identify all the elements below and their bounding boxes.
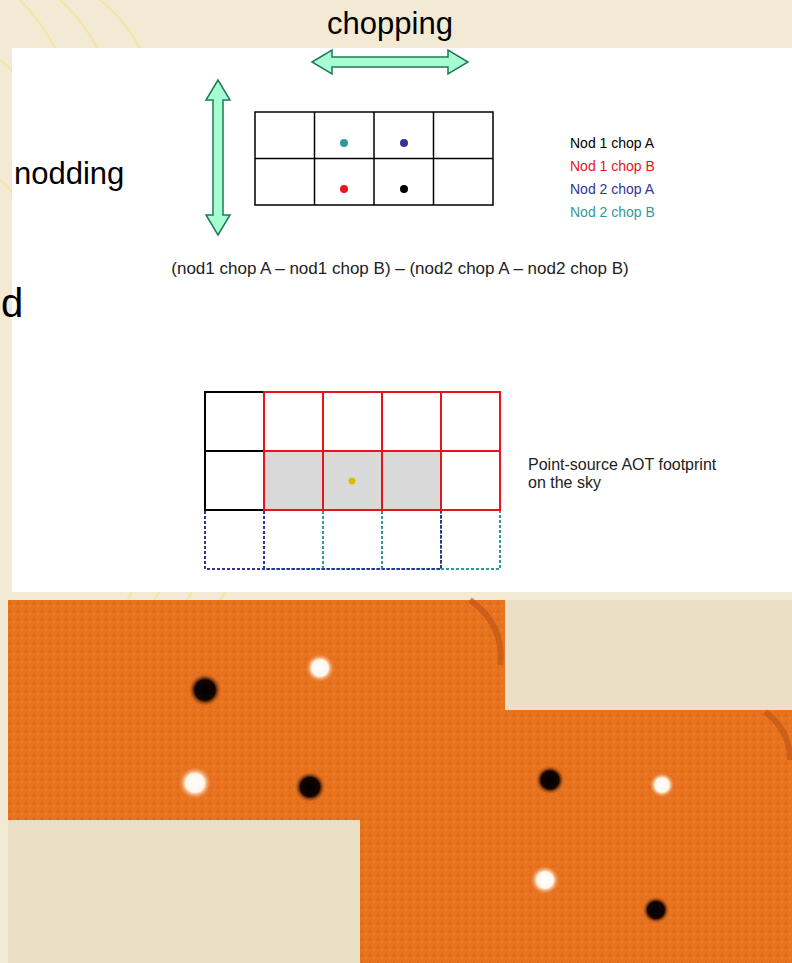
source-dot [349,478,356,485]
position-dot [400,185,408,193]
detector-grid [255,112,493,205]
footprint-grid [205,392,500,569]
position-dot [340,139,348,147]
cut-text: d [1,280,41,326]
legend-entry: Nod 1 chop B [570,158,730,174]
image-background [8,820,360,963]
legend-entry: Nod 2 chop B [570,204,730,220]
legend-entry: Nod 1 chop A [570,135,730,151]
nod-label: nodding [14,156,194,192]
chop-label: chopping [290,6,490,42]
difference-formula: (nod1 chop A – nod1 chop B) – (nod2 chop… [30,259,770,279]
position-dot [340,185,348,193]
image-background [505,600,792,710]
footprint-label: Point-source AOT footprint on the sky [528,456,733,493]
position-dot [400,139,408,147]
source-images [178,653,675,924]
nod-arrow [206,80,230,235]
legend-entry: Nod 2 chop A [570,181,730,197]
chop-arrow [312,50,468,74]
on-source-cells [264,451,441,510]
chop-nod-image [360,710,792,963]
diagram-panel [12,48,792,592]
